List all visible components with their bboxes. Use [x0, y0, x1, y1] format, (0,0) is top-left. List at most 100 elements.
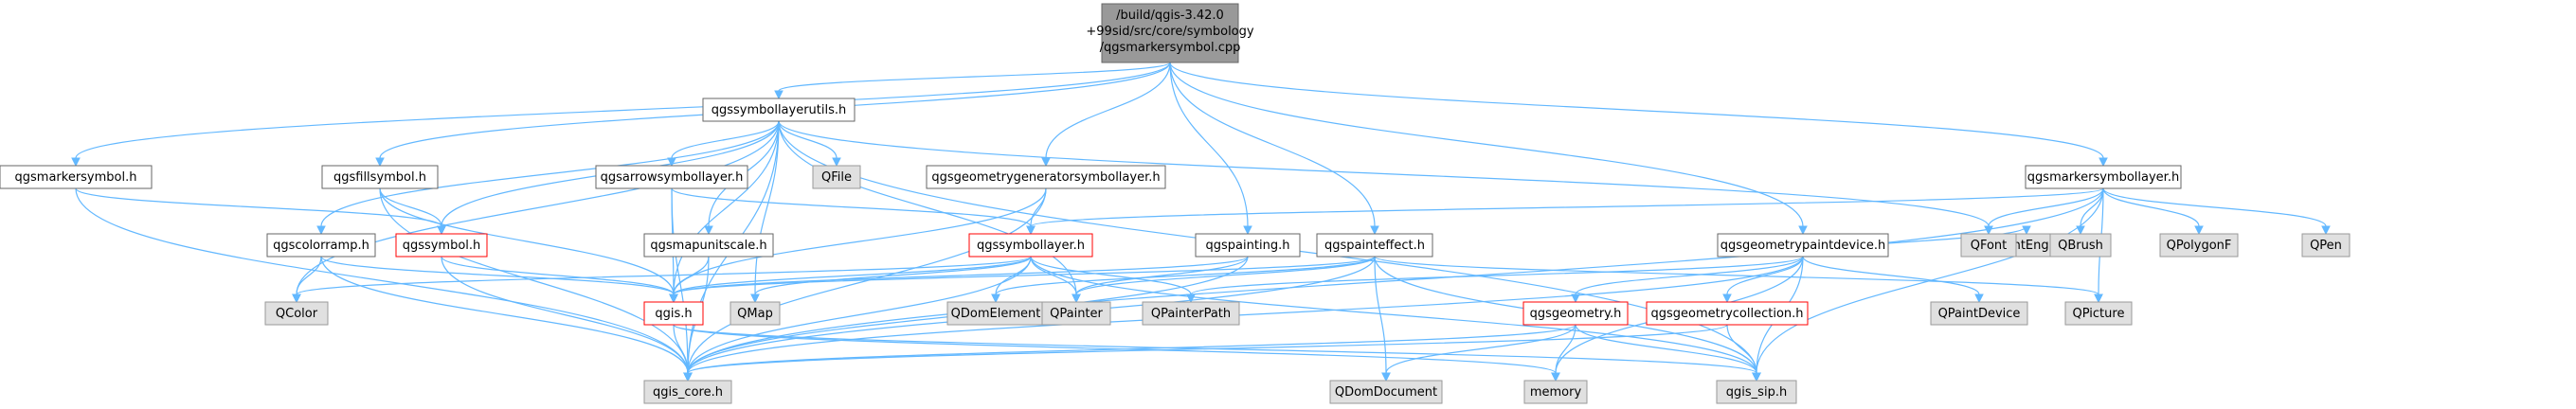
node-label: qgis_sip.h: [1726, 385, 1787, 400]
edge-qgsmarkersymbollayer_h-to-qgis_core_h: [683, 187, 2104, 382]
node-label: qgssymbollayer.h: [977, 239, 1085, 253]
node-qgsgeometrycollection-h[interactable]: qgsgeometrycollection.h: [1646, 301, 1809, 326]
node-qgspainteffect-h[interactable]: qgspainteffect.h: [1316, 233, 1433, 258]
node-qcolor: QColor: [264, 301, 329, 326]
node-label: qgsgeometry.h: [1530, 307, 1622, 321]
node-label: QPolygonF: [2167, 239, 2232, 253]
edge-qgspainteffect_h-to-QDomElement: [991, 256, 1376, 304]
node-label: QMap: [737, 307, 773, 321]
node-qpainter: QPainter: [1041, 301, 1111, 326]
edge-qgsgeometrypaintdevice_h-to-QPainterPath: [1186, 256, 1804, 304]
node-label: qgsmarkersymbollayer.h: [2027, 170, 2179, 185]
node-qbrush: QBrush: [2049, 233, 2112, 258]
edge-qgsgeometry_h-to-QDomDocument: [1381, 324, 1576, 382]
node-label: qgsgeometrygeneratorsymbollayer.h: [931, 170, 1160, 185]
edge-qgspainteffect_h-to-QDomDocument: [1374, 256, 1391, 382]
edge-qgspainteffect_h-to-qgis_h: [669, 256, 1376, 304]
node-qpicture: QPicture: [2064, 301, 2133, 326]
edge-qgis_h-to-memory: [673, 324, 1560, 382]
edge-qgsgeometrypaintdevice_h-to-QPaintDevice: [1802, 256, 1984, 304]
node-label: QBrush: [2058, 239, 2103, 253]
node-label: qgsmapunitscale.h: [650, 239, 766, 253]
node-label: qgscolorramp.h: [273, 239, 369, 253]
node-qfile: QFile: [812, 165, 861, 189]
node-qgsmarkersymbollayer-h[interactable]: qgsmarkersymbollayer.h: [2025, 165, 2182, 189]
node-label: QFont: [1971, 239, 2008, 253]
node-label: qgis_core.h: [653, 385, 723, 400]
edge-qgsmarkersymbollayer_h-to-QBrush: [2076, 187, 2104, 236]
edge-root-to-qgsmarkersymbollayer_h: [1169, 62, 2108, 168]
node-label: QPen: [2310, 239, 2342, 253]
node-label: qgsmarkersymbol.h: [15, 170, 137, 185]
edge-qgscolorramp_h-to-qgis_core_h: [320, 256, 693, 382]
edge-qgsgeometrypaintdevice_h-to-qgsgeometry_h: [1571, 256, 1804, 304]
edge-qgspainteffect_h-to-QPicture: [1374, 256, 2103, 304]
node-qgssymbollayerutils-h[interactable]: qgssymbollayerutils.h: [702, 98, 856, 122]
node-memory: memory: [1523, 380, 1588, 404]
edge-root-to-qgspainting_h: [1169, 62, 1252, 236]
root-label-line: +99sid/src/core/symbology: [1086, 25, 1254, 39]
node-qgis-core-h: qgis_core.h: [643, 380, 732, 404]
edge-qgis_h-to-qgis_core_h: [673, 324, 693, 382]
node-qfont: QFont: [1960, 233, 2017, 258]
node-label: QPainter: [1050, 307, 1103, 321]
edge-root-to-qgsgeometrygeneratorsymbollayer_h: [1041, 62, 1171, 168]
node-label: qgssymbol.h: [403, 239, 481, 253]
node-label: memory: [1530, 385, 1582, 400]
node-qgsmapunitscale-h[interactable]: qgsmapunitscale.h: [643, 233, 774, 258]
node-qgsarrowsymbollayer-h[interactable]: qgsarrowsymbollayer.h: [595, 165, 748, 189]
edge-qgsmarkersymbollayer_h-to-QPolygonF: [2102, 187, 2204, 236]
edge-qgsgeometry_h-to-qgis_sip_h: [1575, 324, 1761, 382]
node-qgis-h[interactable]: qgis.h: [643, 301, 704, 326]
edge-qgssymbollayerutils_h-to-QFile: [778, 120, 841, 168]
node-qdomelement: QDomElement: [946, 301, 1045, 326]
node-label: qgspainting.h: [1206, 239, 1290, 253]
edge-qgis_h-to-qgis_sip_h: [673, 324, 1761, 382]
edge-qgssymbollayer_h-to-QMap: [750, 256, 1032, 304]
edge-root-to-qgspainteffect_h: [1169, 62, 1379, 236]
edge-qgsgeometrycollection_h-to-qgis_sip_h: [1726, 324, 1761, 382]
graph-edges: [71, 62, 2331, 382]
edge-qgsmarkersymbollayer_h-to-qgssymbollayer_h: [1026, 187, 2104, 236]
node-label: qgssymbollayerutils.h: [712, 103, 847, 117]
node-qgsgeometry-h[interactable]: qgsgeometry.h: [1522, 301, 1629, 326]
edge-qgsgeometrypaintdevice_h-to-qgsgeometrycollection_h: [1722, 256, 1804, 304]
node-qgsgeometrygeneratorsymbollayer-h[interactable]: qgsgeometrygeneratorsymbollayer.h: [926, 165, 1166, 189]
edge-qgsarrowsymbollayer_h-to-qgssymbollayer_h: [671, 187, 1036, 236]
edge-root-to-qgsgeometrypaintdevice_h: [1169, 62, 1808, 236]
node-qdomdocument: QDomDocument: [1329, 380, 1443, 404]
node-label: QDomElement: [951, 307, 1041, 321]
edge-qgsmarkersymbollayer_h-to-QPen: [2102, 187, 2331, 236]
node-label: qgsfillsymbol.h: [333, 170, 426, 185]
node-qpolygonf: QPolygonF: [2159, 233, 2239, 258]
node-root[interactable]: /build/qgis-3.42.0 +99sid/src/core/symbol…: [1086, 3, 1254, 63]
edge-qgspainteffect_h-to-QPainter: [1072, 256, 1376, 304]
edge-qgsgeometry_h-to-qgis_core_h: [683, 324, 1576, 382]
node-qgspainting-h[interactable]: qgspainting.h: [1195, 233, 1301, 258]
node-qgsmarkersymbol-h[interactable]: qgsmarkersymbol.h: [0, 165, 153, 189]
root-label-line: /build/qgis-3.42.0: [1116, 9, 1224, 23]
graph-nodes: /build/qgis-3.42.0 +99sid/src/core/symbol…: [0, 3, 2351, 404]
node-qgsgeometrypaintdevice-h[interactable]: qgsgeometrypaintdevice.h: [1717, 233, 1889, 258]
node-label: qgis.h: [655, 307, 692, 321]
node-label: qgsgeometrycollection.h: [1650, 307, 1803, 321]
node-qgis-sip-h: qgis_sip.h: [1716, 380, 1797, 404]
node-label: qgsarrowsymbollayer.h: [601, 170, 744, 185]
edge-qgssymbollayerutils_h-to-qgscolorramp_h: [316, 120, 780, 236]
root-label-line: /qgsmarkersymbol.cpp: [1100, 41, 1241, 55]
node-label: QPicture: [2073, 307, 2125, 321]
edge-qgsfillsymbol_h-to-qgssymbol_h: [379, 187, 446, 236]
edge-root-to-qgssymbollayerutils_h: [774, 62, 1171, 100]
node-qgssymbol-h[interactable]: qgssymbol.h: [395, 233, 488, 258]
node-qgsfillsymbol-h[interactable]: qgsfillsymbol.h: [321, 165, 439, 189]
node-label: QDomDocument: [1335, 385, 1437, 400]
edge-root-to-qgsmarkersymbol_h: [71, 62, 1171, 168]
node-qpainterpath: QPainterPath: [1142, 301, 1240, 326]
node-label: QPainterPath: [1151, 307, 1231, 321]
node-qmap: QMap: [730, 301, 781, 326]
node-label: QPaintDevice: [1938, 307, 2021, 321]
node-qgssymbollayer-h[interactable]: qgssymbollayer.h: [968, 233, 1093, 258]
node-qpaintdevice: QPaintDevice: [1930, 301, 2028, 326]
node-qgscolorramp-h[interactable]: qgscolorramp.h: [266, 233, 376, 258]
